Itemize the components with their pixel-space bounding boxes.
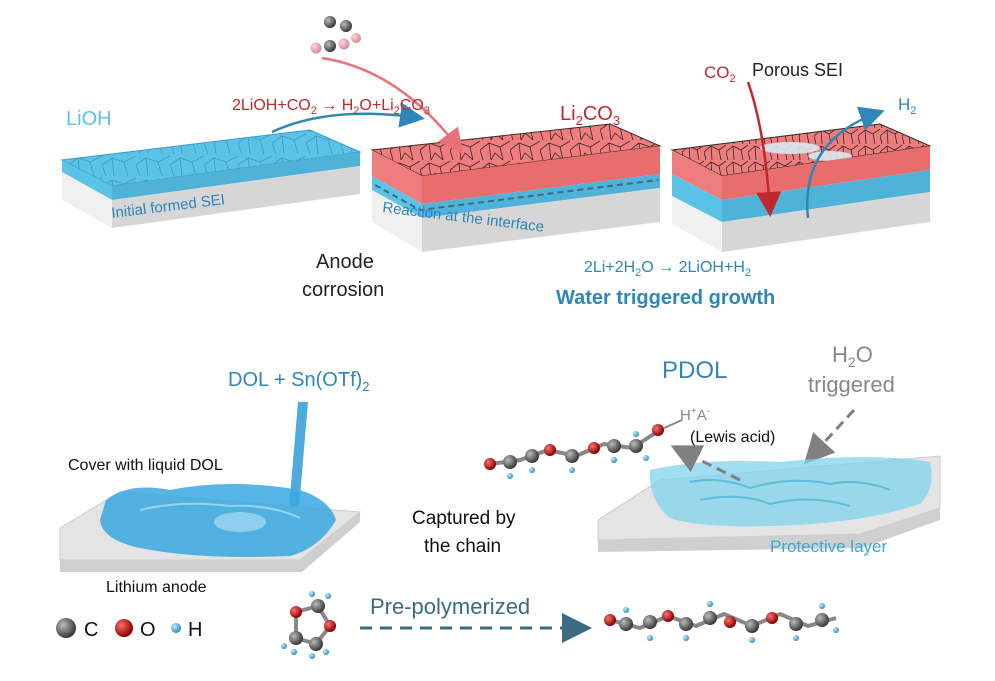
lithium-anode-label: Lithium anode — [106, 579, 207, 596]
anode-corrosion-label-2: corrosion — [302, 279, 384, 301]
oxygen-atom-icon — [115, 619, 133, 637]
legend-hydrogen-label: H — [188, 619, 202, 641]
pdol-label: PDOL — [662, 357, 727, 384]
arrow-co2-porous — [746, 81, 782, 217]
anode-corrosion-label-1: Anode — [316, 251, 374, 273]
slab-reaction-interface — [370, 123, 662, 252]
h2o-dashed-arrow — [803, 408, 856, 465]
lewis-acid-label: (Lewis acid) — [690, 429, 775, 446]
captured-label-1: Captured by — [412, 508, 516, 529]
pre-polymerized-label: Pre-polymerized — [370, 594, 530, 619]
dol-sn-label: DOL + Sn(OTf)2 — [228, 369, 370, 394]
protective-layer-plate — [597, 455, 941, 552]
porous-sei-label: Porous SEI — [752, 60, 843, 80]
hydrogen-atom-icon — [171, 623, 181, 633]
arrow-h2-release — [806, 106, 885, 219]
cover-dol-label: Cover with liquid DOL — [68, 457, 223, 474]
water-growth-label: Water triggered growth — [556, 287, 775, 309]
slab-initial-sei — [60, 129, 362, 228]
water-equation: 2Li+2H2O → 2LiOH+H2 — [584, 259, 751, 279]
ha-bond-line — [663, 419, 683, 429]
h2o-label: H2O — [832, 342, 873, 370]
ha-label: H+A- — [680, 406, 710, 424]
arrow-co2-incoming — [321, 56, 464, 154]
atom-legend: C O H — [56, 618, 202, 641]
polymer-chain-bottom — [604, 601, 839, 643]
polymer-chain-top — [484, 424, 664, 479]
co2-molecule — [310, 16, 361, 54]
reaction-equation: 2LiOH+CO2 → H2O+Li2CO3 — [232, 97, 430, 117]
arrow-lioh-to-li2co3 — [271, 102, 425, 134]
dol-ring-molecule — [281, 591, 336, 659]
co2-label: CO2 — [704, 63, 736, 85]
captured-label-2: the chain — [424, 536, 501, 557]
lithium-anode-with-liquid — [59, 484, 362, 572]
captured-dashed-arrow — [670, 445, 741, 482]
triggered-label: triggered — [808, 372, 895, 397]
slab-porous-sei — [670, 123, 932, 252]
lioh-label: LiOH — [66, 108, 112, 130]
h2-label: H2 — [898, 95, 916, 117]
legend-oxygen-label: O — [140, 619, 156, 641]
li2co3-label: Li2CO3 — [560, 103, 620, 128]
protective-layer-label: Protective layer — [770, 537, 887, 556]
legend-carbon-label: C — [84, 619, 98, 641]
carbon-atom-icon — [56, 618, 76, 638]
